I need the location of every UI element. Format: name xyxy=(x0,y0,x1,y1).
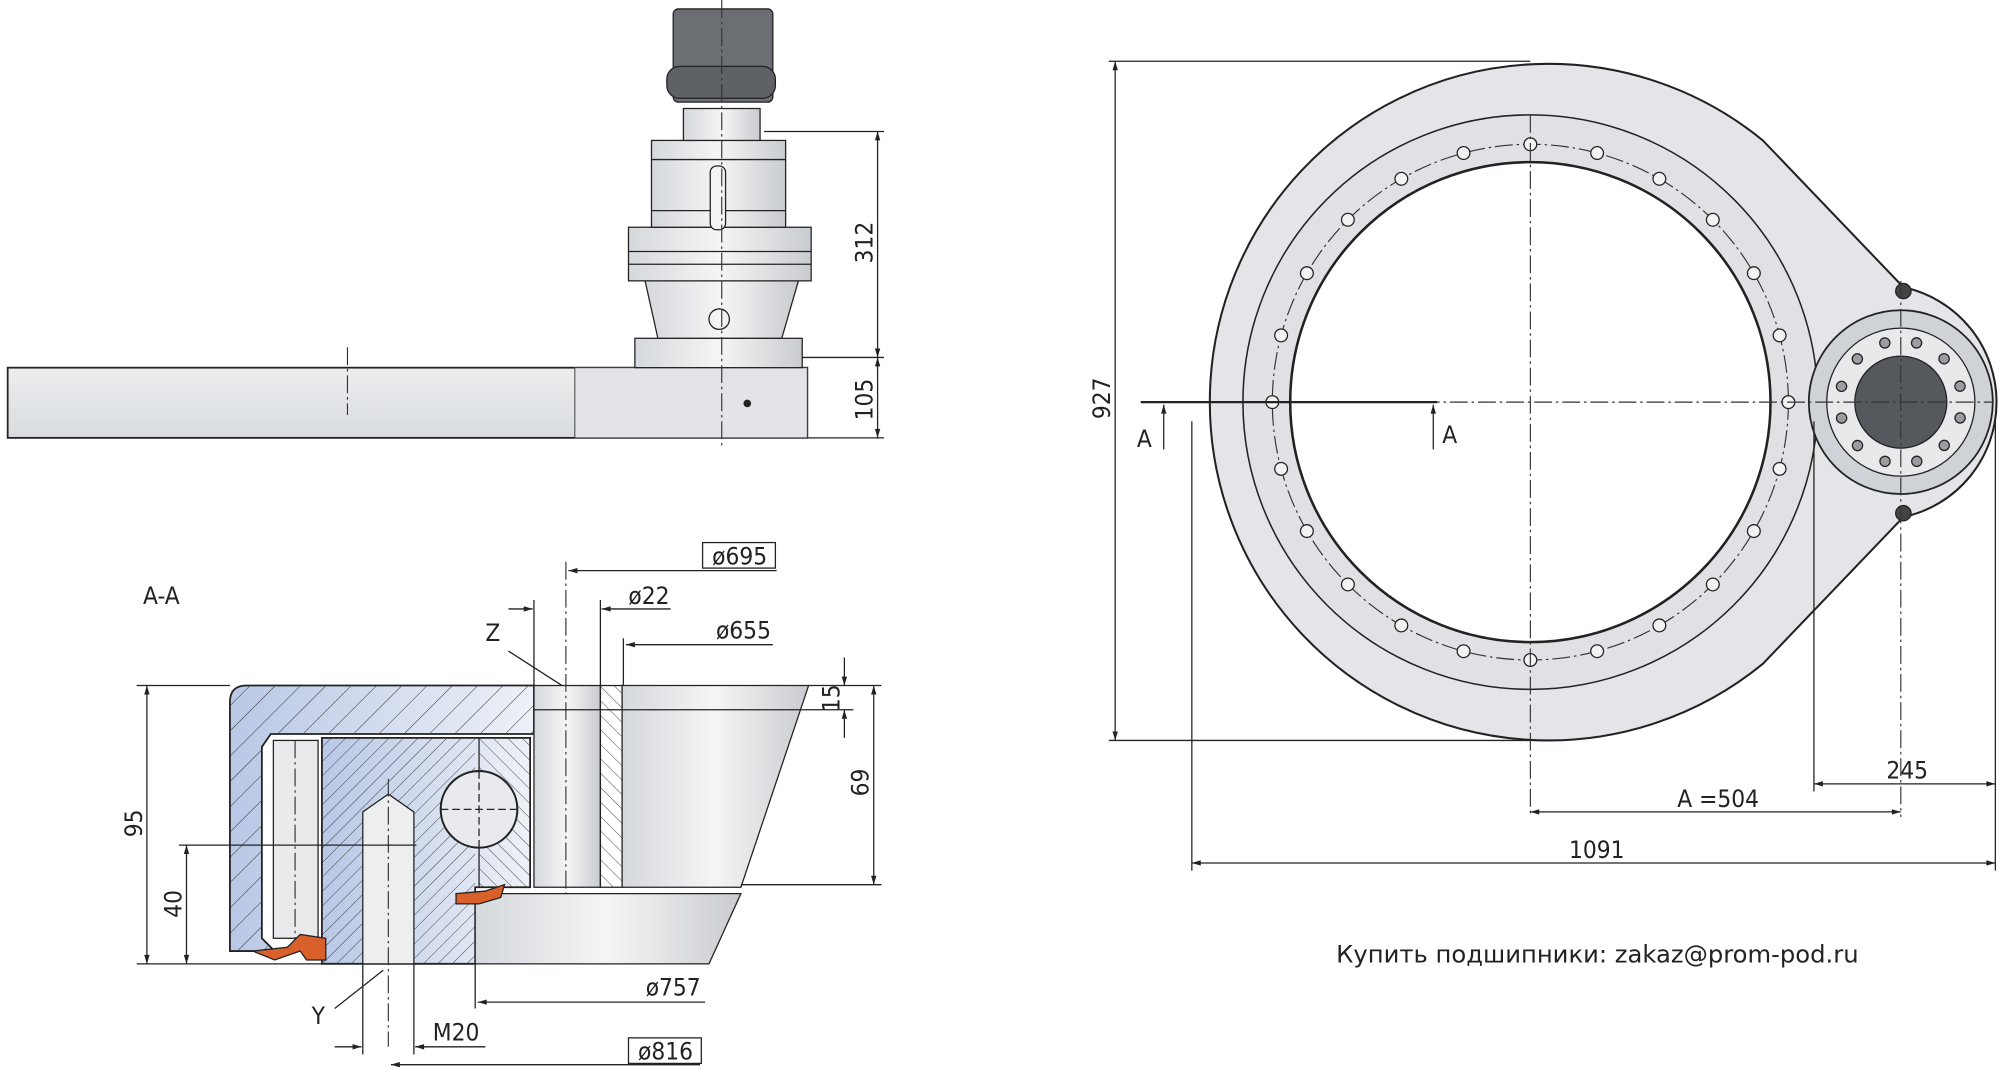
bolt-hole xyxy=(1590,644,1605,659)
bolt-hole xyxy=(1340,212,1355,227)
drive-bolt xyxy=(1851,353,1864,365)
bolt-hole xyxy=(1772,328,1787,343)
side-view: 312 105 xyxy=(6,0,884,447)
drive-housing-base xyxy=(574,367,808,439)
bolt-hole xyxy=(1705,577,1720,592)
drive-bolt xyxy=(1835,412,1848,424)
dim-69: 69 xyxy=(846,769,875,797)
drive-bolt xyxy=(1954,380,1966,392)
drive-base-flange xyxy=(634,337,803,369)
drive-bolt xyxy=(1954,412,1966,424)
bolt-hole xyxy=(1394,618,1409,633)
housing-wall xyxy=(621,684,810,888)
dim-927: 927 xyxy=(1087,377,1116,419)
bolt-holes xyxy=(1265,137,1796,668)
section-mark-a-left: A xyxy=(1137,424,1152,453)
bolt-hole xyxy=(1394,171,1409,186)
dim-95: 95 xyxy=(119,810,148,838)
bolt-hole xyxy=(1590,146,1605,161)
bolt-hole xyxy=(1340,577,1355,592)
dim-816: ø816 xyxy=(638,1037,693,1066)
top-view: A A 927 245 A =504 1091 xyxy=(1087,60,1998,871)
dim-757: ø757 xyxy=(646,973,701,1002)
bolt-hole xyxy=(1705,212,1720,227)
bolt-hole xyxy=(1652,171,1667,186)
bolt-bore-z xyxy=(533,684,602,888)
dim-105: 105 xyxy=(849,379,878,421)
lube-point xyxy=(743,399,752,408)
drive-bolt xyxy=(1938,352,1950,365)
dim-655: ø655 xyxy=(716,615,771,644)
bolt-hole xyxy=(1746,524,1761,539)
dim-312: 312 xyxy=(849,222,878,264)
dim-40: 40 xyxy=(158,890,187,918)
dim-245: 245 xyxy=(1886,756,1928,785)
drive-bolt xyxy=(1938,439,1950,452)
seal-upper xyxy=(455,883,506,905)
drive-flange xyxy=(627,226,812,282)
dim-695: ø695 xyxy=(712,541,767,570)
section-a-a: A-A 95 40 xyxy=(119,541,882,1068)
bolt-hole xyxy=(1274,328,1289,343)
label-y: Y xyxy=(311,1001,326,1030)
dim-22: ø22 xyxy=(628,581,669,610)
drive-bolt xyxy=(1911,455,1923,468)
thread-m20: M20 xyxy=(433,1017,480,1046)
contact-note: Купить подшипники: zakaz@prom-pod.ru xyxy=(1336,940,1858,969)
seal-lower xyxy=(252,933,327,961)
bolt-hole xyxy=(1746,266,1761,281)
bolt-hole xyxy=(1652,618,1667,633)
bolt-hole xyxy=(1456,644,1471,659)
dim-1091: 1091 xyxy=(1569,835,1625,864)
bolt-hole xyxy=(1274,461,1289,476)
bolt-hole xyxy=(1299,524,1314,539)
dim-15: 15 xyxy=(816,684,845,712)
section-title: A-A xyxy=(143,581,180,610)
bolt-hole xyxy=(1299,266,1314,281)
drive-bolt xyxy=(1879,337,1891,349)
dim-a-504: A =504 xyxy=(1677,784,1759,813)
label-z: Z xyxy=(485,618,500,647)
drive-bolt xyxy=(1910,337,1923,349)
bolt-hole xyxy=(1456,146,1471,161)
drive-bolt xyxy=(1835,380,1848,393)
drive-bolt xyxy=(1851,439,1864,452)
section-mark-a-right: A xyxy=(1442,420,1457,449)
bolt-hole xyxy=(1772,461,1787,476)
drive-bolt xyxy=(1879,455,1891,468)
